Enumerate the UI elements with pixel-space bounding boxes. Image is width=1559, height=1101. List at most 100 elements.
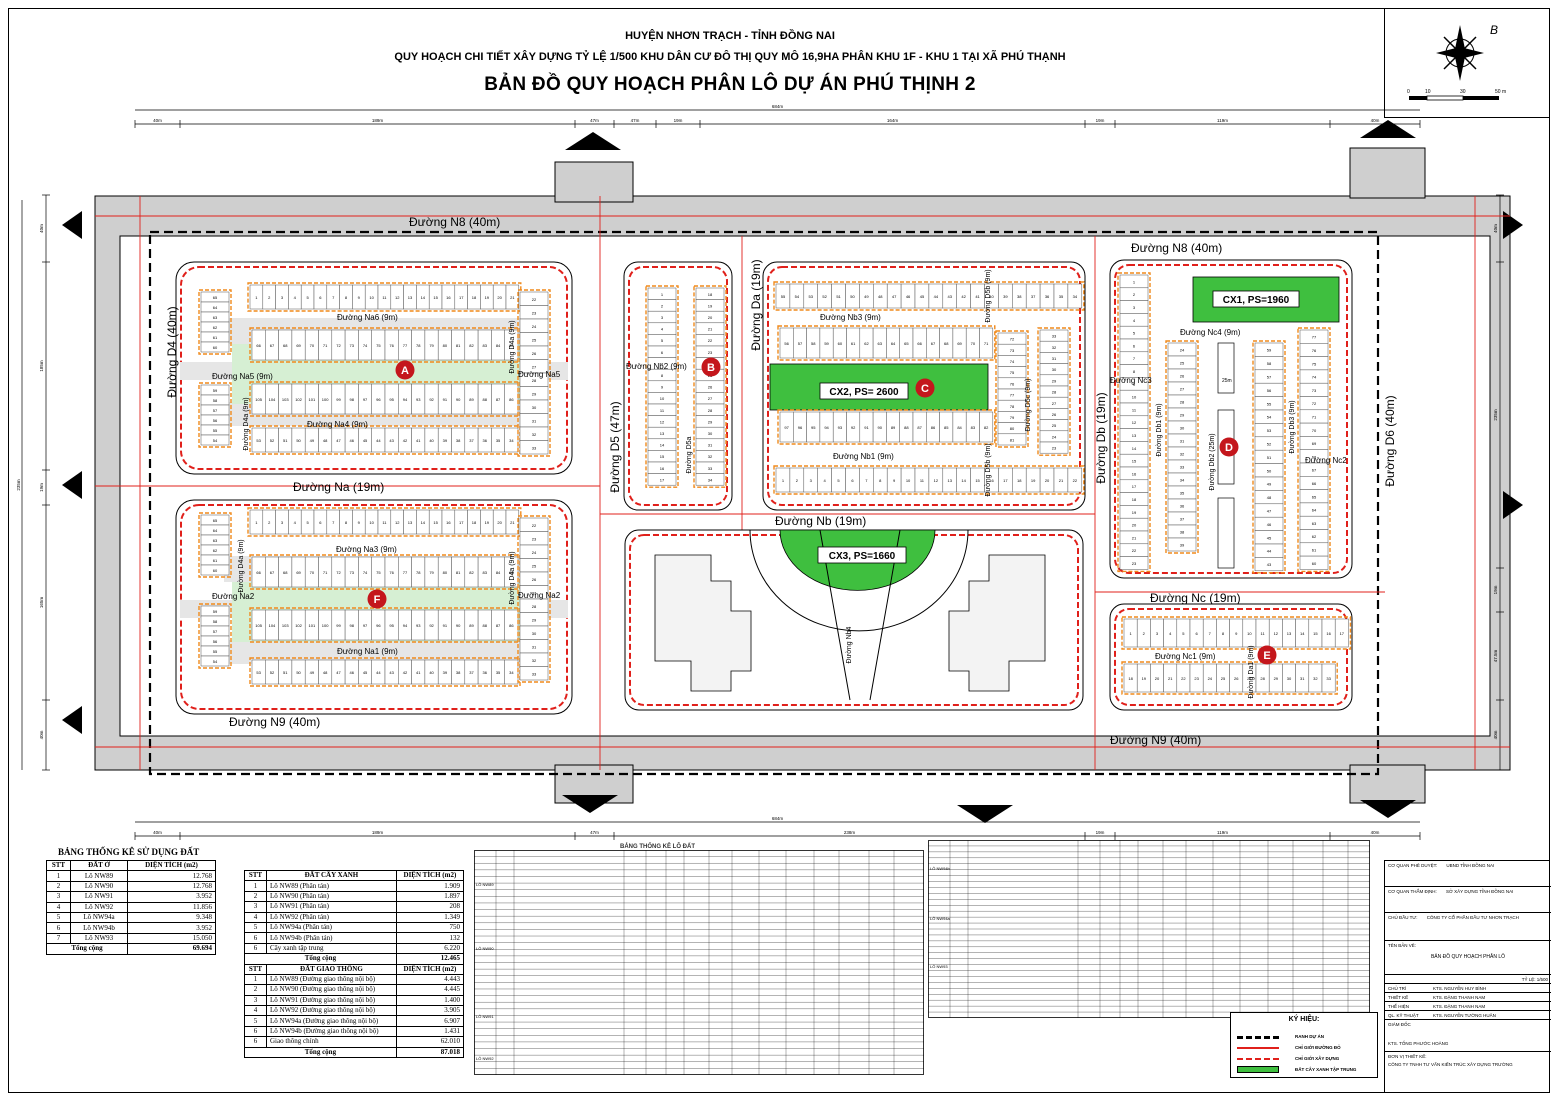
lot-number: 21: [1132, 535, 1137, 540]
lot-number: 36: [1180, 504, 1185, 509]
lot-number: 100: [322, 397, 329, 402]
lot-number: 74: [1312, 375, 1317, 380]
dimension-label: 238m: [844, 830, 856, 835]
lot-number: 58: [1267, 361, 1272, 366]
lot-number: 80: [443, 570, 448, 575]
lot-number: 99: [336, 397, 341, 402]
lot-number: 44: [376, 438, 381, 443]
lot-number: 17: [1132, 484, 1137, 489]
lot-number: 70: [1312, 428, 1317, 433]
dimension-total: 684m: [772, 816, 784, 821]
lot-number: 60: [1312, 561, 1317, 566]
lot-number: 16: [989, 478, 994, 483]
lot-number: 86: [931, 425, 936, 430]
lot-row-outline: [198, 512, 232, 578]
lot-number: 88: [483, 623, 488, 628]
park-label-cx2-box: [819, 382, 909, 400]
lot-number: 67: [270, 343, 275, 348]
lot-number: 80: [1010, 426, 1015, 431]
lot-number: 12: [660, 419, 665, 424]
lot-parcel: [200, 564, 230, 576]
lot-parcel: [1119, 556, 1149, 570]
lot-number: 39: [443, 438, 448, 443]
lot-number: 52: [270, 438, 275, 443]
lot-number: 17: [1003, 478, 1008, 483]
lot-number: 30: [532, 405, 537, 410]
lot-number: 105: [255, 623, 262, 628]
lot-number: 5: [837, 478, 840, 483]
lot-number: 13: [1287, 631, 1292, 636]
lot-number: 14: [421, 520, 426, 525]
lot-number: 12: [934, 478, 939, 483]
road-label: Đường Nc (19m): [1150, 591, 1241, 605]
lot-number: 35: [1059, 294, 1064, 299]
lot-number: 87: [917, 425, 922, 430]
lot-number: 49: [864, 294, 869, 299]
lot-number: 27: [532, 364, 537, 369]
dimension-label: 40m: [39, 730, 44, 739]
lot-number: 102: [295, 623, 302, 628]
lot-number: 10: [1247, 631, 1252, 636]
road-label: Đường N9 (40m): [1110, 733, 1201, 747]
header-district: HUYỆN NHƠN TRẠCH - TỈNH ĐỒNG NAI: [625, 30, 835, 42]
lot-number: 11: [660, 408, 665, 413]
lot-number: 14: [1300, 631, 1305, 636]
lot-parcel: [504, 609, 519, 641]
lot-number: 34: [509, 670, 514, 675]
lot-number: 44: [1267, 549, 1272, 554]
lot-number: 46: [1267, 522, 1272, 527]
lot-number: 31: [532, 644, 537, 649]
park-label-cx2: CX2, PS= 2600: [829, 387, 899, 398]
lot-number: 77: [1010, 393, 1015, 398]
lot-number: 90: [878, 425, 883, 430]
lot-number: 61: [851, 341, 856, 346]
block-marker: [367, 589, 387, 609]
lot-number: 50: [296, 670, 301, 675]
lot-number: 71: [1312, 414, 1317, 419]
road-label: Đường Nc2: [1305, 456, 1347, 465]
lot-number: 83: [483, 570, 488, 575]
lot-number: 52: [1267, 442, 1272, 447]
lot-number: 37: [1031, 294, 1036, 299]
lot-number: 54: [1267, 415, 1272, 420]
lot-number: 62: [213, 325, 218, 330]
lot-number: 78: [416, 570, 421, 575]
lot-number: 4: [1133, 318, 1136, 323]
lot-number: 67: [270, 570, 275, 575]
lot-number: 97: [363, 623, 368, 628]
lot-number: 83: [971, 425, 976, 430]
lot-number: 66: [1312, 481, 1317, 486]
lot-number: 4: [661, 327, 664, 332]
lot-number: 104: [269, 623, 276, 628]
lot-parcel: [1167, 537, 1197, 552]
lot-number: 38: [1180, 530, 1185, 535]
lot-number: 29: [1274, 676, 1279, 681]
lot-number: 58: [811, 341, 816, 346]
lot-number: 93: [416, 397, 421, 402]
lot-parcel: [200, 341, 230, 353]
lot-number: 99: [336, 623, 341, 628]
lot-number: 45: [920, 294, 925, 299]
lot-parcel: [647, 473, 677, 486]
lot-row-outline: [517, 515, 551, 683]
lot-number: 29: [1180, 413, 1185, 418]
lot-row-outline: [773, 281, 1085, 311]
lot-number: 29: [532, 617, 537, 622]
lot-number: 104: [269, 397, 276, 402]
block-marker-label: F: [374, 594, 381, 606]
block-marker-label: A: [401, 365, 409, 377]
road-label: Đường Db3 (9m): [1289, 400, 1296, 453]
lot-row-outline: [1252, 340, 1286, 574]
dimension-label: 189m: [372, 118, 384, 123]
lot-row-outline: [249, 381, 521, 417]
lot-number: 35: [496, 670, 501, 675]
lot-number: 73: [350, 343, 355, 348]
lot-number: 57: [798, 341, 803, 346]
dimension-label: 235m: [1493, 409, 1498, 421]
dimension-label: 119m: [1217, 830, 1228, 835]
lot-number: 69: [957, 341, 962, 346]
lot-row-outline: [249, 327, 521, 363]
park-label-cx3-box: [817, 546, 907, 564]
lot-number: 42: [403, 438, 408, 443]
